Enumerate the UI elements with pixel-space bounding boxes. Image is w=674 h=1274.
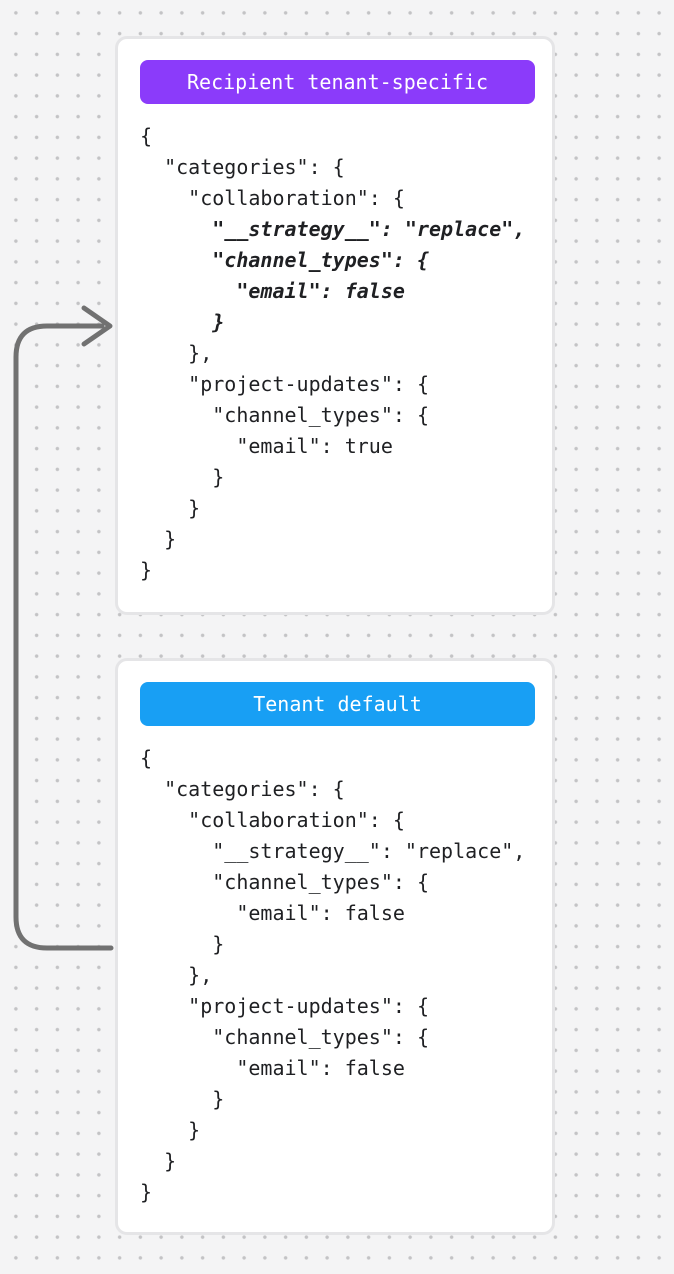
code-line: "channel_types": { [140,403,429,427]
card-tenant-default: Tenant default { "categories": { "collab… [115,658,555,1235]
code-line: "categories": { [140,155,345,179]
code-line: "channel_types": { [140,248,429,272]
badge-recipient-tenant-specific: Recipient tenant-specific [140,60,535,104]
code-line: { [140,746,153,770]
code-line: } [140,1180,153,1204]
arrowhead-icon [81,305,113,347]
json-code-tenant-default: { "categories": { "collaboration": { "__… [140,743,552,1208]
code-line: } [140,558,153,582]
code-line: } [140,310,225,334]
code-line: "collaboration": { [140,186,405,210]
code-line: "email": false [140,1056,405,1080]
badge-tenant-default: Tenant default [140,682,535,726]
code-line: "channel_types": { [140,1025,429,1049]
code-line: "collaboration": { [140,808,405,832]
code-line: "channel_types": { [140,870,429,894]
code-line: } [140,465,225,489]
code-line: "categories": { [140,777,345,801]
code-line: "__strategy__": "replace", [140,217,526,241]
arrow-shaft [13,323,114,951]
code-line: } [140,932,225,956]
code-line: "email": false [140,279,405,303]
code-line: "project-updates": { [140,372,429,396]
code-line: "email": false [140,901,405,925]
code-line: { [140,124,153,148]
code-line: }, [140,963,213,987]
code-line: "__strategy__": "replace", [140,839,526,863]
code-line: } [140,1087,225,1111]
code-line: } [140,1149,177,1173]
code-line: } [140,527,177,551]
code-line: } [140,496,201,520]
code-line: }, [140,341,213,365]
code-line: "project-updates": { [140,994,429,1018]
card-recipient-tenant-specific: Recipient tenant-specific { "categories"… [115,36,555,615]
code-line: "email": true [140,434,393,458]
json-code-recipient-tenant-specific: { "categories": { "collaboration": { "__… [140,121,552,586]
code-line: } [140,1118,201,1142]
